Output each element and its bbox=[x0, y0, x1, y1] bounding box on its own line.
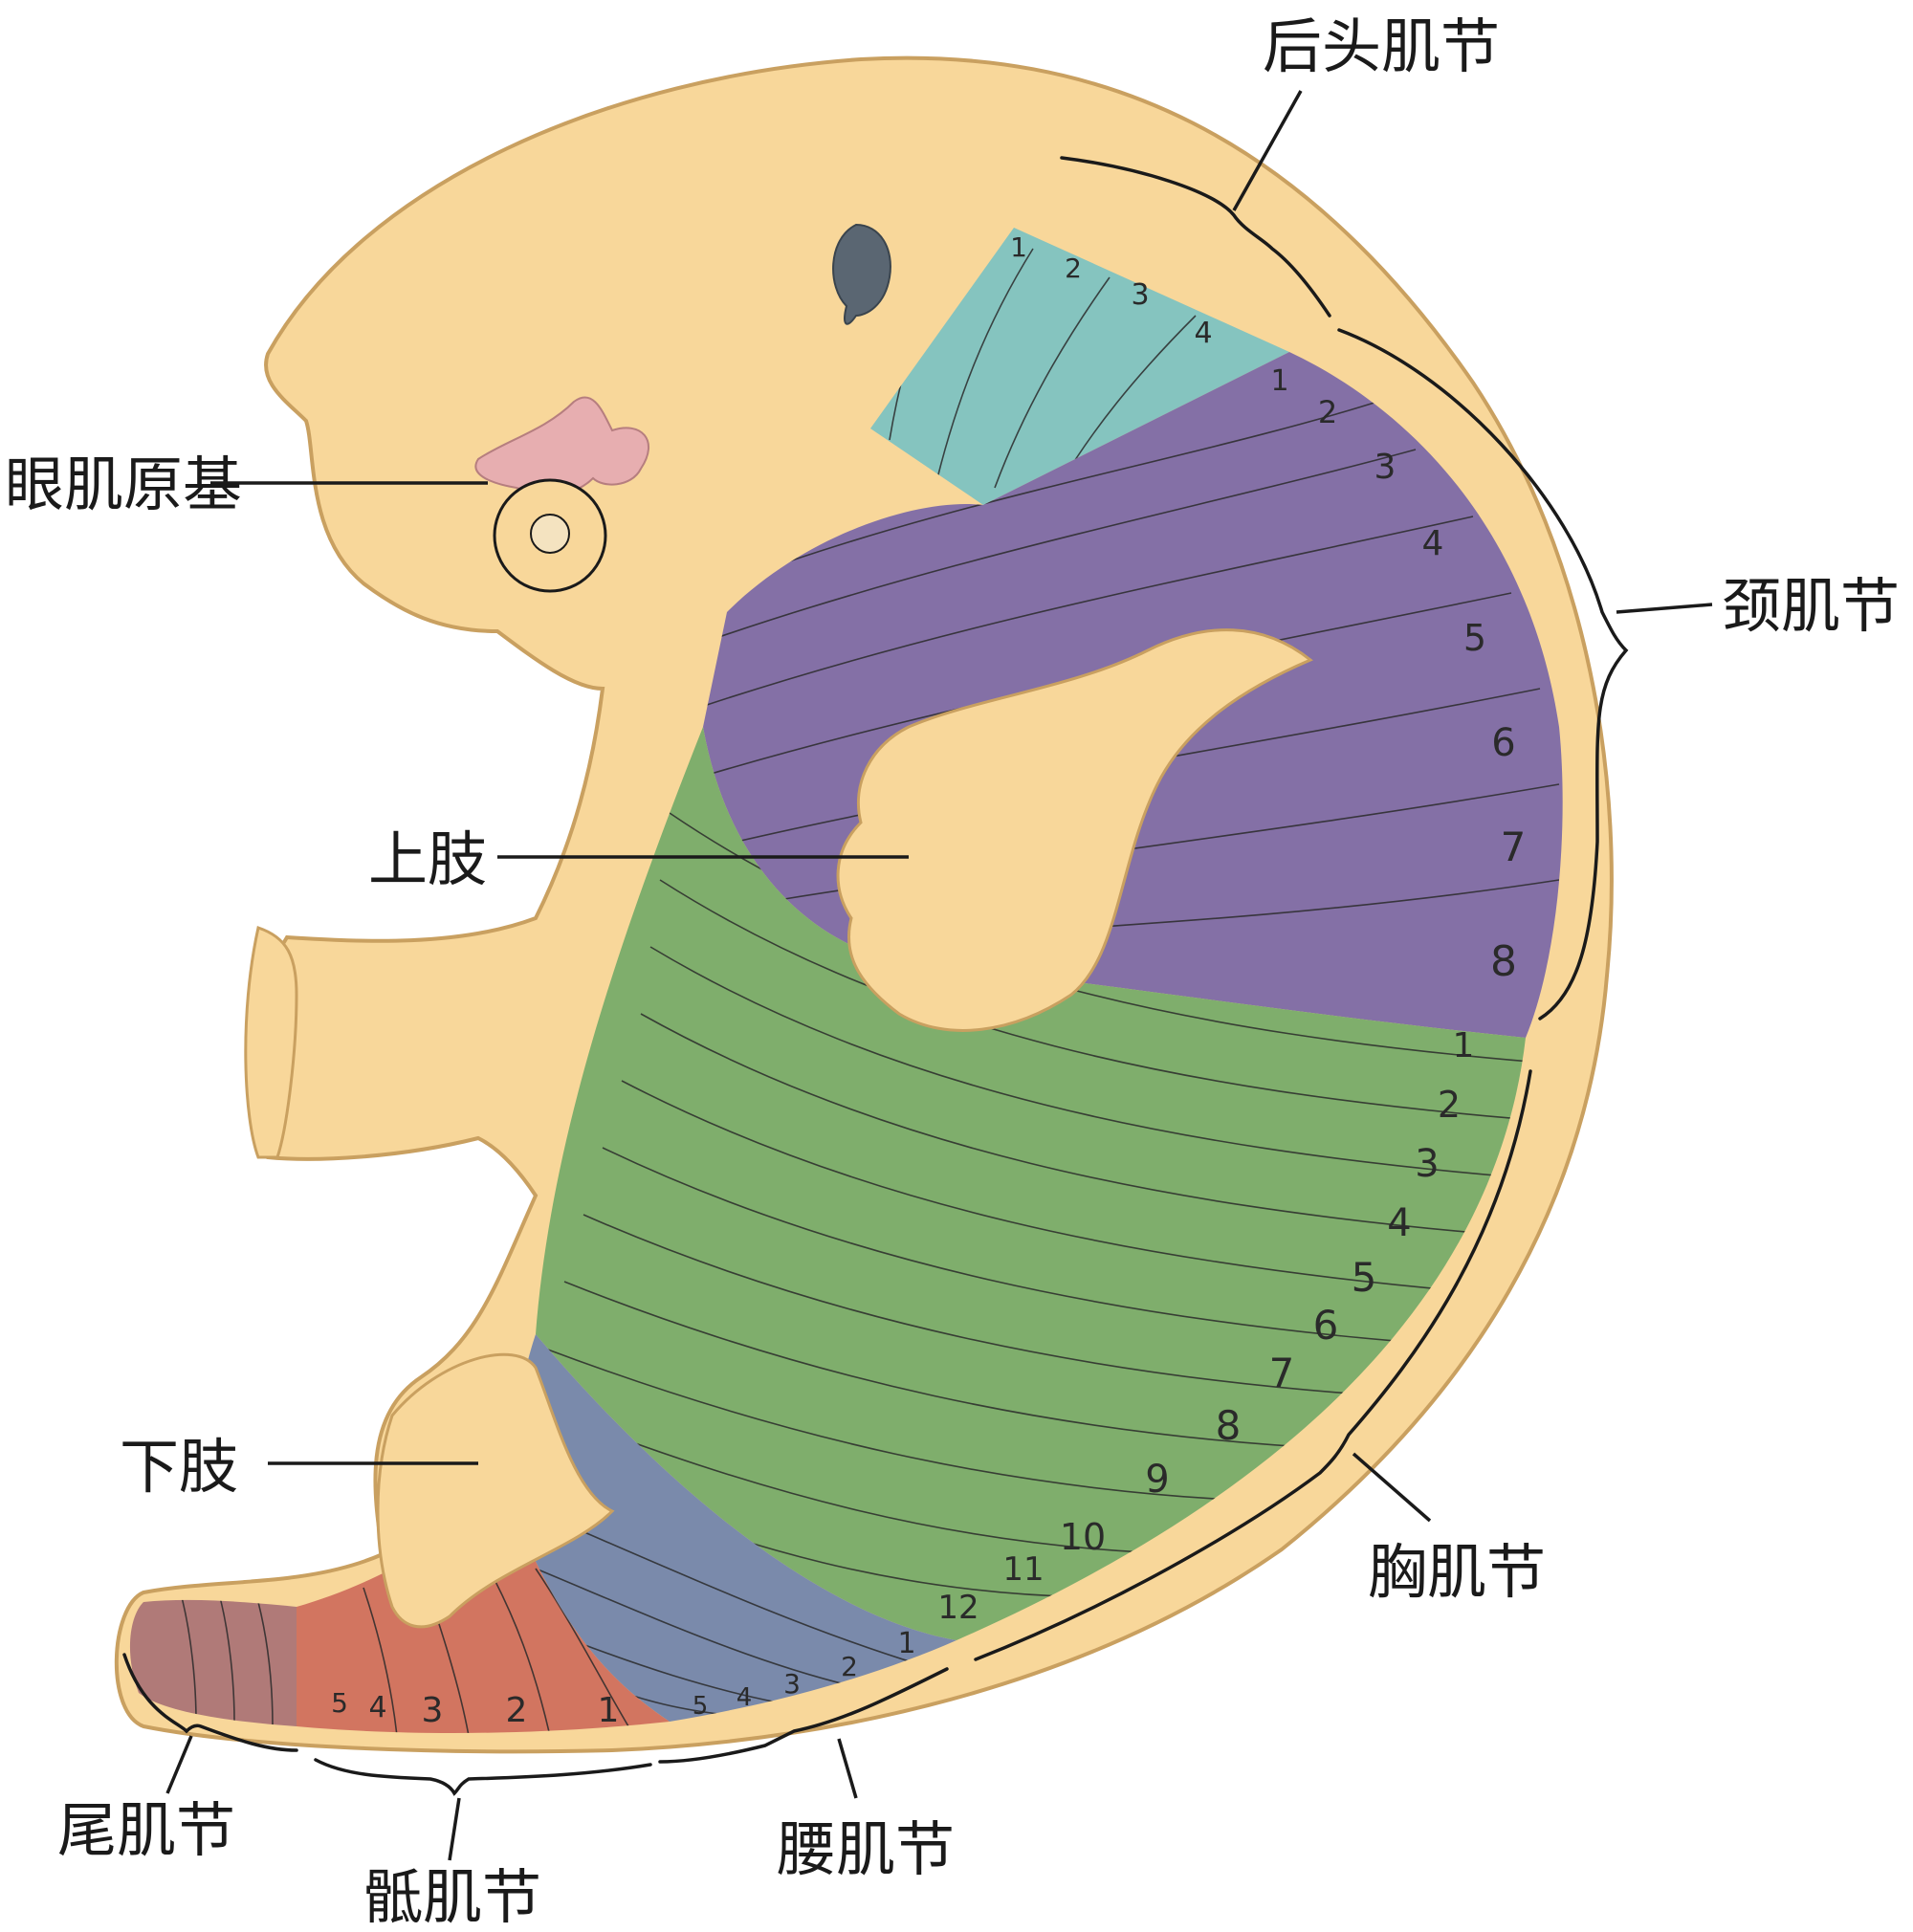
brace-occipital bbox=[1060, 156, 1331, 318]
thoracic-segment-number: 9 bbox=[1145, 1458, 1169, 1502]
occipital-segment-number: 3 bbox=[1131, 278, 1149, 312]
thoracic-segment-number: 5 bbox=[1352, 1254, 1377, 1301]
occipital-segment-number: 4 bbox=[1194, 317, 1212, 350]
brace-lumbar bbox=[658, 1667, 949, 1764]
occipital-segment-number: 2 bbox=[1065, 252, 1082, 284]
lumbar-segment-number: 1 bbox=[897, 1627, 915, 1660]
sacral-segment-number: 4 bbox=[368, 1691, 386, 1724]
eye-icon bbox=[493, 478, 607, 593]
coccygeal-stripes bbox=[181, 1599, 274, 1726]
lumbar-segment-number: 3 bbox=[783, 1668, 801, 1700]
thoracic-segment-number: 11 bbox=[1002, 1550, 1044, 1589]
leader-lumbar bbox=[837, 1738, 858, 1799]
label-occipital-myotomes: 后头肌节 bbox=[1263, 11, 1500, 81]
thoracic-segment-number: 10 bbox=[1060, 1516, 1106, 1558]
label-lower-limb: 下肢 bbox=[120, 1432, 238, 1502]
label-upper-limb: 上肢 bbox=[368, 824, 487, 894]
lumbar-myotome-region bbox=[507, 1334, 956, 1722]
occipital-myotome-region bbox=[870, 228, 1289, 505]
tail-structure bbox=[244, 926, 298, 1159]
thoracic-segment-number: 4 bbox=[1387, 1201, 1411, 1245]
sacral-segment-number: 1 bbox=[598, 1691, 620, 1730]
cervical-segment-number: 3 bbox=[1374, 448, 1396, 487]
brace-thoracic bbox=[974, 1069, 1532, 1661]
thoracic-segment-number: 2 bbox=[1438, 1084, 1461, 1126]
cervical-segment-number: 4 bbox=[1422, 524, 1444, 563]
thoracic-segment-number: 6 bbox=[1313, 1302, 1339, 1349]
leader-thoracic bbox=[1352, 1452, 1432, 1523]
thoracic-segment-number: 1 bbox=[1453, 1026, 1475, 1065]
lower-limb-bud bbox=[376, 1352, 615, 1629]
thoracic-segment-number: 8 bbox=[1216, 1402, 1242, 1449]
coccygeal-myotome-region bbox=[129, 1599, 297, 1726]
label-coccygeal-myotomes: 尾肌节 bbox=[57, 1795, 235, 1865]
ear-icon bbox=[832, 223, 891, 325]
upper-limb-bud bbox=[836, 628, 1313, 1032]
cervical-segment-number: 2 bbox=[1318, 394, 1337, 430]
cervical-segment-number: 8 bbox=[1490, 937, 1517, 986]
brace-coccygeal bbox=[122, 1653, 298, 1752]
label-cervical-myotomes: 颈肌节 bbox=[1722, 571, 1900, 641]
label-lumbar-myotomes: 腰肌节 bbox=[777, 1814, 955, 1884]
label-thoracic-myotomes: 胸肌节 bbox=[1368, 1537, 1546, 1607]
lumbar-segment-number: 4 bbox=[737, 1683, 753, 1712]
occipital-segment-number: 1 bbox=[1010, 231, 1027, 263]
lumbar-segment-number: 2 bbox=[841, 1651, 858, 1682]
thoracic-myotome-region bbox=[536, 727, 1526, 1640]
leader-cervical bbox=[1616, 603, 1713, 614]
brace-sacral bbox=[314, 1758, 652, 1796]
thoracic-segment-number: 7 bbox=[1269, 1350, 1295, 1396]
cervical-segment-number: 5 bbox=[1463, 617, 1486, 659]
label-eye-muscle-primordium: 眼肌原基 bbox=[5, 450, 242, 519]
eye-muscle-primordium bbox=[474, 396, 650, 495]
cervical-segment-number: 7 bbox=[1501, 823, 1527, 870]
sacral-myotome-region bbox=[297, 1492, 670, 1733]
thoracic-segment-number: 12 bbox=[937, 1589, 978, 1627]
sacral-segment-number: 3 bbox=[422, 1691, 444, 1730]
cervical-segment-number: 1 bbox=[1270, 364, 1288, 398]
brace-cervical bbox=[1337, 328, 1629, 1021]
thoracic-segment-number: 3 bbox=[1415, 1142, 1439, 1186]
leader-occipital bbox=[1232, 90, 1303, 211]
sacral-segment-number: 2 bbox=[506, 1691, 528, 1730]
leader-coccygeal bbox=[165, 1735, 193, 1794]
lumbar-segment-number: 5 bbox=[693, 1692, 709, 1721]
cervical-segment-number: 6 bbox=[1491, 721, 1515, 765]
leader-sacral bbox=[448, 1797, 461, 1861]
sacral-segment-number: 5 bbox=[331, 1687, 348, 1719]
label-sacral-myotomes: 骶肌节 bbox=[363, 1862, 541, 1932]
